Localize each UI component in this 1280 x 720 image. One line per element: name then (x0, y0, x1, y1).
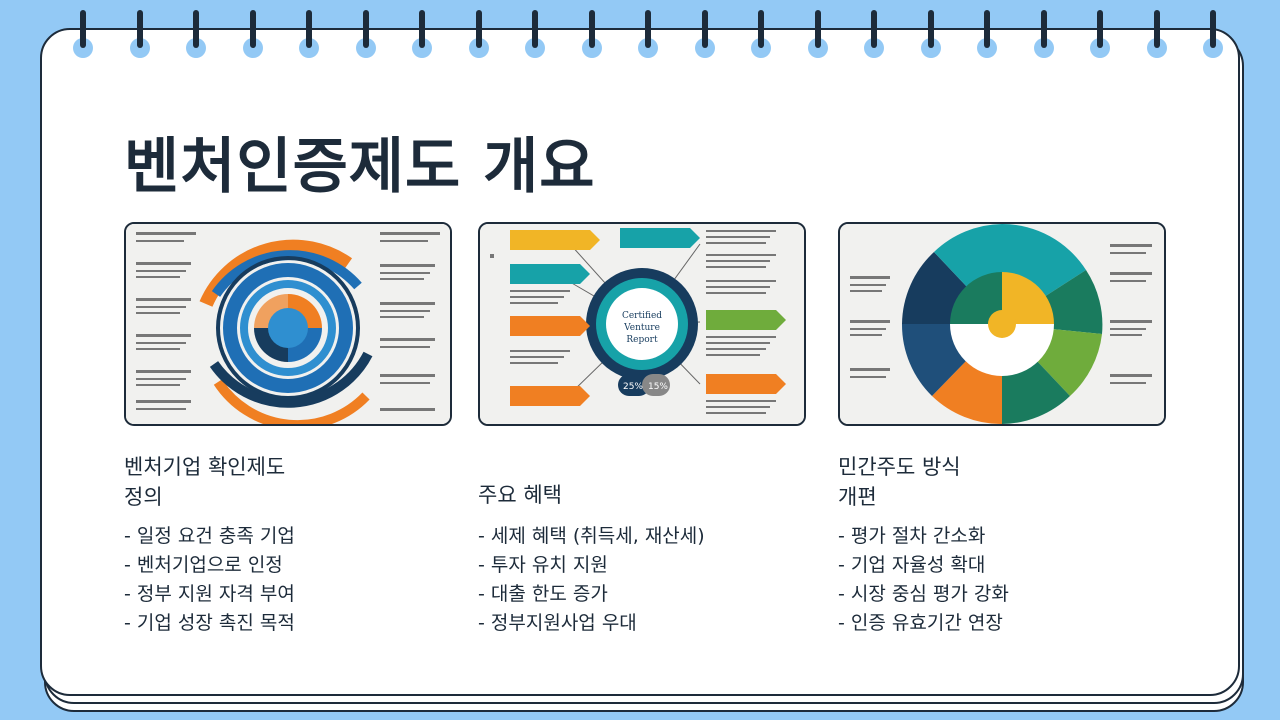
binding-ring-icon (972, 10, 1002, 62)
list-item: - 대출 한도 증가 (478, 583, 608, 605)
binding-ring-icon (746, 10, 776, 62)
binding-ring-icon (577, 10, 607, 62)
binding-ring-icon (68, 10, 98, 62)
column-heading-reform: 민간주도 방식 개편 (838, 452, 961, 512)
list-item: - 세제 혜택 (취득세, 재산세) (478, 525, 705, 547)
image-percent-left: 25% (623, 382, 643, 392)
heading-line-2: 개편 (838, 485, 877, 509)
svg-text:Report: Report (626, 335, 658, 345)
list-item: - 투자 유치 지원 (478, 554, 608, 576)
column-heading-benefits: 주요 혜택 (478, 480, 562, 510)
list-item: - 인증 유효기간 연장 (838, 612, 1003, 634)
binding-ring-icon (407, 10, 437, 62)
binding-ring-icon (1085, 10, 1115, 62)
column-heading-definition: 벤처기업 확인제도 정의 (124, 452, 285, 512)
image-percent-right: 15% (648, 382, 668, 392)
list-item: - 시장 중심 평가 강화 (838, 583, 1009, 605)
infographic-image-definition (124, 222, 452, 426)
circular-process-infographic-icon (126, 224, 450, 424)
list-item: - 평가 절차 간소화 (838, 525, 986, 547)
bullet-list-definition: - 일정 요건 충족 기업 - 벤처기업으로 인정 - 정부 지원 자격 부여 … (124, 522, 295, 638)
segmented-cycle-infographic-icon (840, 224, 1164, 424)
benefits-hub-infographic-icon: Certified Venture Report 25% 15% (480, 224, 804, 424)
infographic-image-reform (838, 222, 1166, 426)
binding-ring-icon (859, 10, 889, 62)
bullet-list-benefits: - 세제 혜택 (취득세, 재산세) - 투자 유치 지원 - 대출 한도 증가… (478, 522, 705, 638)
list-item: - 정부지원사업 우대 (478, 612, 637, 634)
bullet-list-reform: - 평가 절차 간소화 - 기업 자율성 확대 - 시장 중심 평가 강화 - … (838, 522, 1009, 638)
list-item: - 기업 자율성 확대 (838, 554, 986, 576)
binding-ring-icon (1142, 10, 1172, 62)
heading-line-1: 민간주도 방식 (838, 455, 961, 479)
binding-ring-icon (520, 10, 550, 62)
heading-line-1: 주요 혜택 (478, 483, 562, 507)
heading-line-1: 벤처기업 확인제도 (124, 455, 286, 479)
binding-ring-icon (916, 10, 946, 62)
list-item: - 벤처기업으로 인정 (124, 554, 283, 576)
binding-ring-icon (125, 10, 155, 62)
binding-ring-icon (1198, 10, 1228, 62)
list-item: - 일정 요건 충족 기업 (124, 525, 295, 547)
svg-text:Venture: Venture (623, 323, 660, 333)
list-item: - 기업 성장 촉진 목적 (124, 612, 295, 634)
binding-ring-icon (803, 10, 833, 62)
binding-ring-icon (1029, 10, 1059, 62)
binding-ring-icon (351, 10, 381, 62)
binding-ring-icon (294, 10, 324, 62)
binding-ring-icon (238, 10, 268, 62)
binding-ring-icon (181, 10, 211, 62)
infographic-image-benefits: Certified Venture Report 25% 15% (478, 222, 806, 426)
binding-ring-icon (464, 10, 494, 62)
binding-ring-icon (690, 10, 720, 62)
list-item: - 정부 지원 자격 부여 (124, 583, 295, 605)
image-center-label: Certified (622, 311, 662, 321)
page-title: 벤처인증제도 개요 (124, 132, 596, 202)
binding-ring-icon (633, 10, 663, 62)
heading-line-2: 정의 (124, 485, 163, 509)
